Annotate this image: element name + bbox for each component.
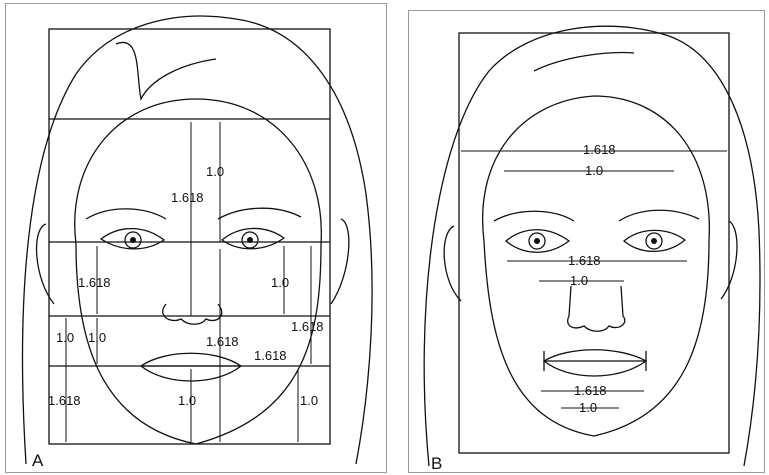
label-right-chin: 1.0 (300, 393, 318, 408)
face-diagram-a: 1.0 1.618 1.618 1.0 1.0 1.0 1.618 1.618 … (6, 4, 386, 472)
label-right-nose-a: 1.618 (291, 319, 324, 334)
label-left-nose-a: 1.0 (56, 330, 74, 345)
label-mouth-wide: 1.618 (574, 383, 607, 398)
left-pupil-b (534, 238, 540, 244)
right-pupil (247, 237, 253, 243)
right-eye (222, 228, 284, 248)
label-center-upper: 1.0 (206, 164, 224, 179)
right-eyebrow-b (619, 210, 699, 221)
hair-part-b (534, 53, 634, 71)
hair-part (116, 42, 216, 99)
nose (163, 304, 222, 324)
face-diagram-b: 1.618 1.0 1.618 1.0 1.618 1.0 B (409, 11, 764, 472)
left-ear (37, 224, 54, 304)
label-left-nose-b: 1.0 (88, 330, 106, 345)
label-mid-nose: 1.618 (206, 334, 239, 349)
right-eyebrow (218, 208, 301, 219)
label-center-chin: 1.0 (178, 393, 196, 408)
panel-a-letter: A (32, 451, 44, 470)
left-pupil (130, 237, 136, 243)
panel-b: 1.618 1.0 1.618 1.0 1.618 1.0 B (408, 10, 765, 473)
right-ear (331, 219, 349, 304)
label-eyes-narrow: 1.0 (570, 273, 588, 288)
nose-b (568, 286, 625, 331)
label-left-chin: 1.618 (48, 393, 81, 408)
left-eyebrow-b (494, 211, 574, 221)
label-mouth-narrow: 1.0 (579, 400, 597, 415)
panel-b-letter: B (431, 454, 442, 472)
label-forehead-narrow: 1.0 (585, 163, 603, 178)
panel-a: 1.0 1.618 1.618 1.0 1.0 1.0 1.618 1.618 … (5, 3, 387, 473)
label-left-eye-nose: 1.618 (78, 275, 111, 290)
label-right-nose-b: 1.618 (254, 348, 287, 363)
label-right-eye-nose: 1.0 (271, 275, 289, 290)
label-eyes-wide: 1.618 (568, 253, 601, 268)
right-pupil-b (651, 238, 657, 244)
face-rectangle (49, 29, 330, 444)
mouth-b (544, 350, 646, 376)
label-forehead-wide: 1.618 (583, 142, 616, 157)
left-eyebrow (86, 209, 166, 219)
label-center-long: 1.618 (171, 190, 204, 205)
